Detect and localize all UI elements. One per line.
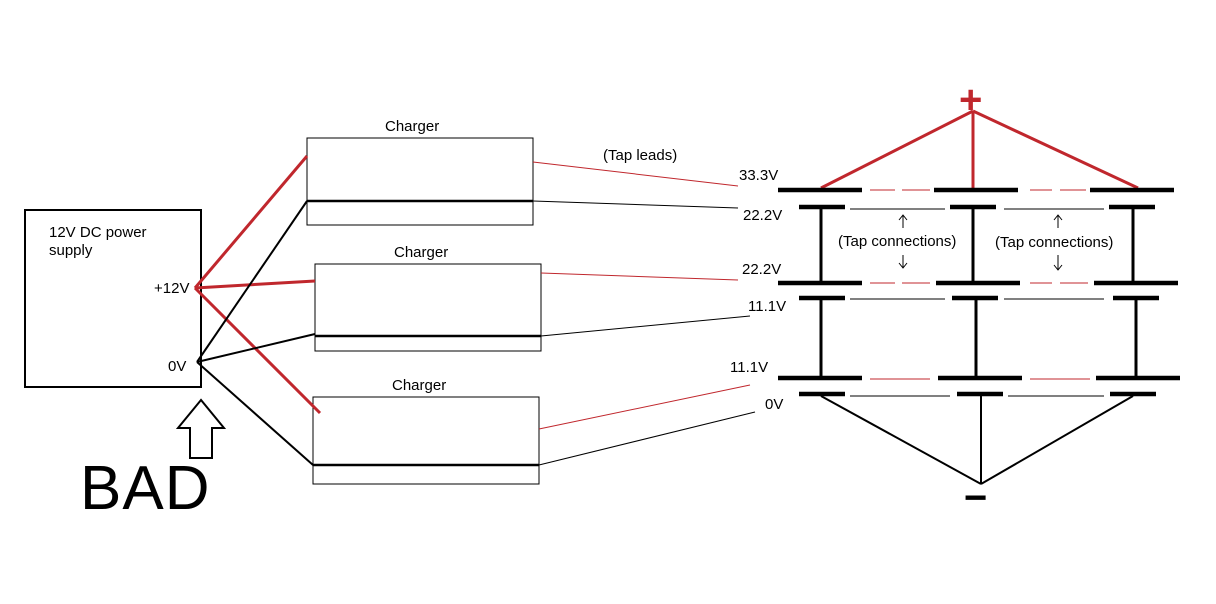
charger-label-1: Charger (385, 118, 440, 135)
charger-label-2: Charger (394, 244, 449, 261)
supply-negative-wires (196, 200, 316, 466)
bad-label: BAD (80, 454, 211, 523)
tap-arrows (898, 214, 1063, 271)
series-links (819, 207, 1138, 378)
tap-connections-label-1: (Tap connections) (838, 233, 957, 250)
charger-label-3: Charger (392, 377, 447, 394)
tap-leads-label: (Tap leads) (603, 147, 678, 164)
negative-terminal-wires (820, 395, 1134, 485)
tap-connections-label-2: (Tap connections) (995, 234, 1114, 251)
tap-connections-negative (850, 208, 1104, 397)
battery-cells (778, 187, 1180, 397)
voltage-label-0v: 0V (765, 396, 784, 413)
tap-leads-positive (532, 161, 751, 430)
voltage-label-22-2-lower: 22.2V (742, 261, 782, 278)
tap-connections-positive (870, 189, 1090, 380)
voltage-label-33-3: 33.3V (739, 167, 779, 184)
charger-box-1 (306, 137, 534, 226)
up-arrow-icon (175, 398, 227, 459)
supply-positive-wires (193, 155, 322, 415)
charger-box-3 (312, 396, 540, 485)
voltage-label-11-1-lower: 11.1V (730, 359, 769, 376)
negative-terminal-symbol: − (964, 476, 988, 520)
positive-terminal-wires (820, 109, 1139, 190)
positive-12v-label: +12V (154, 280, 190, 297)
power-supply-title-line1: 12V DC power (49, 224, 147, 241)
power-supply-title-line2: supply (49, 242, 93, 259)
power-supply-box (24, 209, 202, 388)
charger-box-2 (314, 263, 542, 352)
positive-terminal-symbol: + (959, 78, 983, 122)
voltage-label-11-1-upper: 11.1V (748, 298, 787, 315)
voltage-label-22-2-upper: 22.2V (743, 207, 783, 224)
zero-volt-label: 0V (168, 358, 187, 375)
tap-leads-negative (532, 200, 756, 466)
